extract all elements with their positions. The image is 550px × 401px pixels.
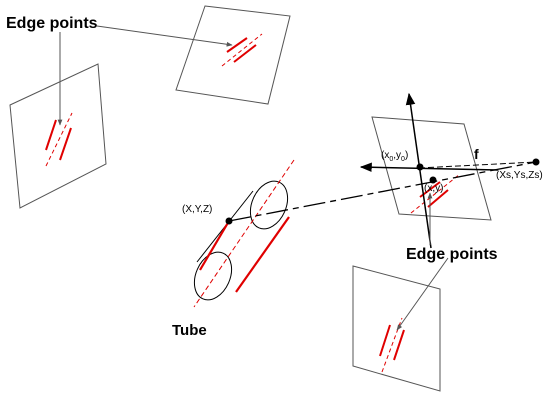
world-point-dot bbox=[225, 217, 233, 225]
focal-length-label: f bbox=[474, 146, 479, 162]
callout-edge-right-to-plane-bottom bbox=[396, 257, 449, 331]
image-point-label: (x,y) bbox=[424, 183, 443, 194]
principal-axis bbox=[418, 161, 537, 169]
edge-points-label-right: Edge points bbox=[406, 246, 498, 263]
image-plane-left bbox=[9, 63, 107, 209]
tube-cylinder bbox=[193, 159, 295, 308]
image-plane-bottom bbox=[352, 265, 441, 392]
image-point-dot bbox=[429, 176, 437, 184]
edge-points-segment-bottom bbox=[379, 317, 405, 373]
camera-center-dot bbox=[532, 158, 540, 166]
edge-points-label-top: Edge points bbox=[6, 15, 98, 32]
tube-label: Tube bbox=[172, 322, 207, 339]
principal-point-label: (x0,y0) bbox=[381, 150, 408, 163]
callout-edge-top-to-plane-top bbox=[96, 25, 233, 47]
image-plane-top bbox=[175, 5, 291, 105]
edge-points-segment-left bbox=[45, 112, 73, 167]
y-axis-arrow bbox=[405, 92, 432, 249]
principal-point-dot bbox=[416, 163, 424, 171]
x-axis-arrow bbox=[359, 162, 499, 173]
edge-points-segment-top bbox=[221, 33, 263, 67]
projection-ray bbox=[228, 161, 537, 222]
camera-center-label: (Xs,Ys,Zs) bbox=[496, 170, 543, 181]
world-point-label: (X,Y,Z) bbox=[182, 204, 212, 215]
